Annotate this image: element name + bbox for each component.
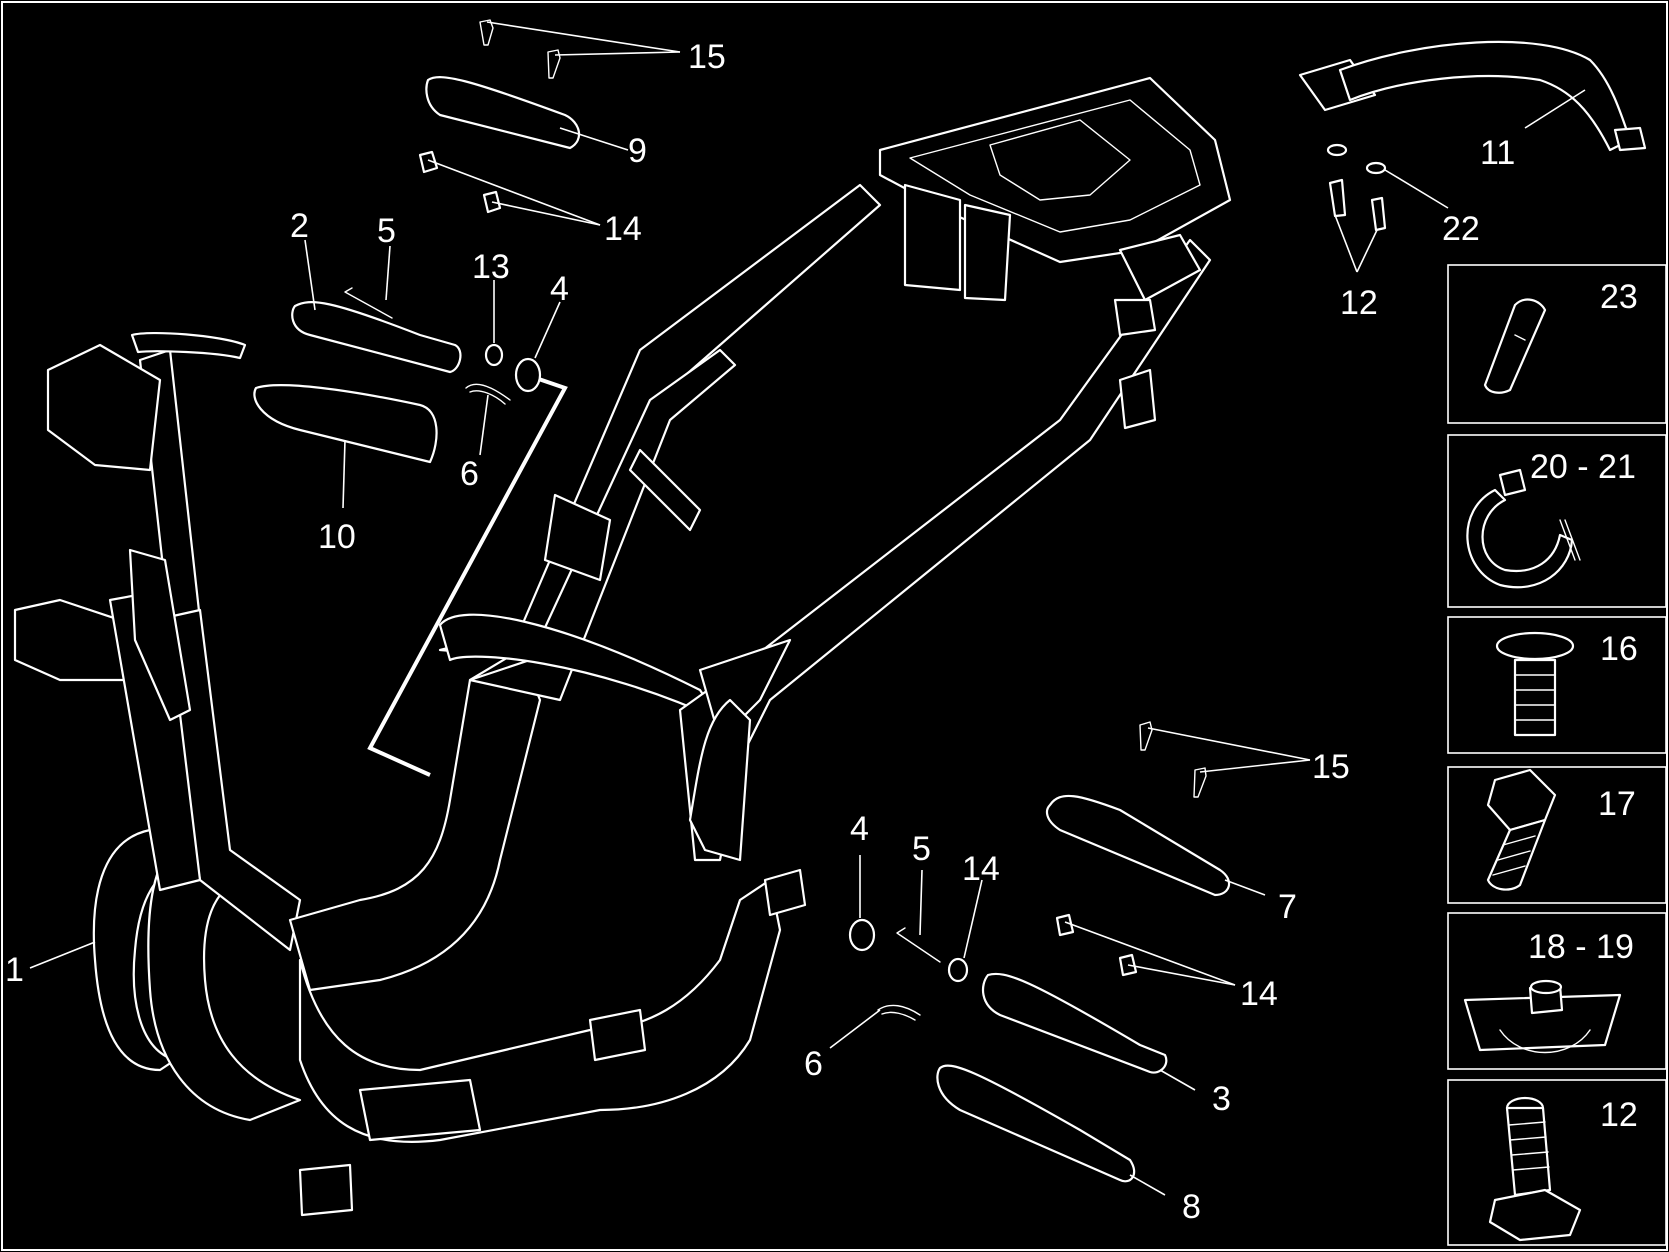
callout-1: 1 [5,951,24,989]
callout-15-right: 15 [1312,748,1350,786]
callout-22: 22 [1442,210,1480,248]
callout-14-lower: 14 [1240,975,1278,1013]
inset-16-label: 16 [1600,630,1638,668]
hex-bolt-icon [1486,768,1557,891]
inset-23-label: 23 [1600,278,1638,316]
loose-parts [253,19,1647,1183]
callout-5-lower: 5 [912,830,931,868]
callout-4-lower: 4 [850,810,869,848]
callout-4-top: 4 [550,270,569,308]
callout-12: 12 [1340,284,1378,322]
leader-lines [29,21,1586,1196]
callout-13-lower: 14 [962,850,1000,888]
inset-12: 12 [1447,1079,1667,1246]
rubber-sleeve-icon [1483,298,1547,394]
callout-11: 11 [1480,134,1515,172]
inset-16: 16 [1447,616,1667,754]
inset-17-label: 17 [1598,785,1636,823]
callout-13-top: 13 [472,248,510,286]
clip-nut-icon [1463,979,1622,1054]
inset-12-label: 12 [1600,1096,1638,1134]
inset-18-19-label: 18 - 19 [1528,928,1634,966]
callout-2: 2 [290,207,309,245]
callout-9: 9 [628,132,647,170]
callout-10: 10 [318,518,356,556]
cable-tie-icon [1466,468,1581,589]
callout-5-top: 5 [377,212,396,250]
hex-flange-bolt-icon [1488,1096,1582,1242]
inset-20-21-label: 20 - 21 [1530,448,1636,486]
inset-20-21: 20 - 21 [1447,434,1667,608]
inset-column: 23 20 - 21 16 [1447,264,1667,1246]
callout-3: 3 [1212,1080,1231,1118]
callout-15-top: 15 [688,38,726,76]
frame-assembly [13,76,1232,1217]
callout-6-top: 6 [460,455,479,493]
callout-7: 7 [1278,888,1297,926]
inset-17: 17 [1447,766,1667,904]
callout-14-top: 14 [604,210,642,248]
wire-route-line [367,373,568,777]
flange-screw-icon [1495,631,1575,737]
inset-23: 23 [1447,264,1667,424]
callout-6-lower: 6 [804,1045,823,1083]
callout-labels: 15 9 14 2 5 13 4 6 10 11 22 12 1 15 7 4 … [5,38,1515,1226]
callout-8: 8 [1182,1188,1201,1226]
inset-18-19: 18 - 19 [1447,912,1667,1070]
